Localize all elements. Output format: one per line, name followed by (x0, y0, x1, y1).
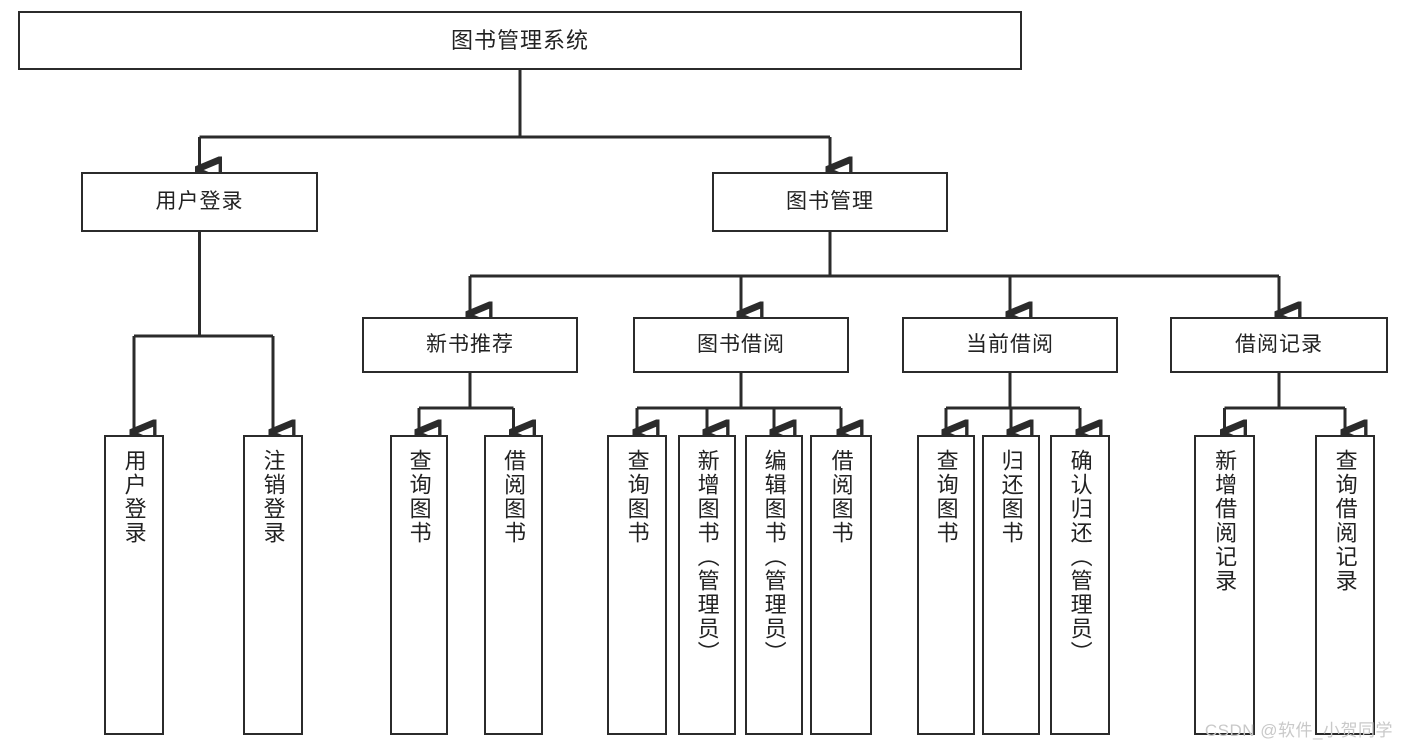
leaf-borrow-book-2-label: 借阅图书 (828, 449, 854, 545)
leaf-query-borrow-record[interactable]: 查询借阅记录 (1315, 435, 1375, 735)
leaf-borrow-book-2[interactable]: 借阅图书 (810, 435, 872, 735)
leaf-query-book-3-label: 查询图书 (933, 449, 959, 545)
node-root-label: 图书管理系统 (450, 27, 589, 53)
node-new-book-recommend-label: 新书推荐 (426, 332, 514, 356)
leaf-query-book-1-label: 查询图书 (406, 449, 432, 545)
leaf-borrow-book-1[interactable]: 借阅图书 (484, 435, 543, 735)
leaf-query-book-2-label: 查询图书 (624, 449, 650, 545)
leaf-edit-book-label: 编辑图书（管理员） (761, 449, 787, 665)
node-user-login[interactable]: 用户登录 (81, 172, 318, 232)
node-book-borrow-label: 图书借阅 (697, 332, 785, 356)
node-book-manage-label: 图书管理 (786, 189, 874, 213)
leaf-user-login[interactable]: 用户登录 (104, 435, 164, 735)
leaf-borrow-book-1-label: 借阅图书 (501, 449, 527, 545)
node-borrow-record[interactable]: 借阅记录 (1170, 317, 1388, 373)
node-current-borrow[interactable]: 当前借阅 (902, 317, 1118, 373)
leaf-add-borrow-record-label: 新增借阅记录 (1212, 449, 1238, 593)
leaf-add-borrow-record[interactable]: 新增借阅记录 (1194, 435, 1255, 735)
node-new-book-recommend[interactable]: 新书推荐 (362, 317, 578, 373)
leaf-add-book-label: 新增图书（管理员） (694, 449, 720, 665)
leaf-logout-label: 注销登录 (260, 449, 286, 545)
leaf-user-login-label: 用户登录 (121, 449, 147, 545)
node-book-manage[interactable]: 图书管理 (712, 172, 948, 232)
node-book-borrow[interactable]: 图书借阅 (633, 317, 849, 373)
leaf-confirm-return-label: 确认归还（管理员） (1067, 449, 1093, 665)
leaf-query-book-2[interactable]: 查询图书 (607, 435, 667, 735)
leaf-return-book-label: 归还图书 (998, 449, 1024, 545)
node-user-login-label: 用户登录 (155, 189, 244, 213)
watermark: CSDN @软件_小贺同学 (1204, 721, 1393, 740)
leaf-query-book-1[interactable]: 查询图书 (390, 435, 448, 735)
leaf-query-borrow-record-label: 查询借阅记录 (1332, 449, 1358, 593)
node-borrow-record-label: 借阅记录 (1235, 332, 1323, 356)
leaf-add-book[interactable]: 新增图书（管理员） (678, 435, 736, 735)
leaf-edit-book[interactable]: 编辑图书（管理员） (745, 435, 803, 735)
node-root[interactable]: 图书管理系统 (18, 11, 1022, 70)
leaf-logout[interactable]: 注销登录 (243, 435, 303, 735)
leaf-confirm-return[interactable]: 确认归还（管理员） (1050, 435, 1110, 735)
leaf-return-book[interactable]: 归还图书 (982, 435, 1040, 735)
node-current-borrow-label: 当前借阅 (966, 332, 1054, 356)
leaf-query-book-3[interactable]: 查询图书 (917, 435, 975, 735)
